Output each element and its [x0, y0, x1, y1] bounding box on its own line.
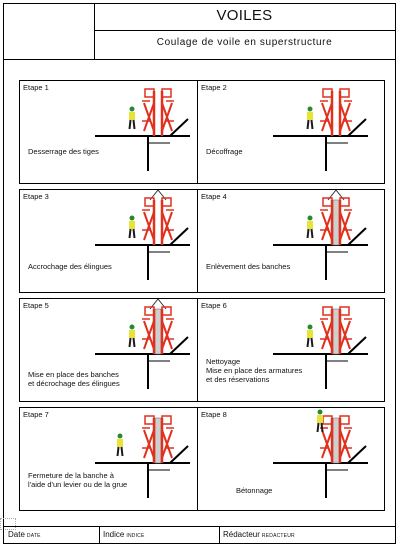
- step-description: Fermeture de la banche à l'aide d'un lev…: [28, 471, 128, 489]
- step-label: Etape 3: [23, 192, 49, 201]
- corner-mark: [0, 518, 16, 530]
- worker-figure: [306, 324, 314, 348]
- formwork-panel-right: [338, 415, 352, 463]
- step-label: Etape 4: [201, 192, 227, 201]
- floor-slab: [273, 118, 368, 171]
- formwork-panel-left: [320, 197, 334, 245]
- worker-figure: [128, 215, 136, 239]
- step-illustration: [95, 415, 190, 498]
- step-label: Etape 2: [201, 83, 227, 92]
- step-panel-3: Etape 3 Accrochage des élingues: [19, 189, 207, 293]
- floor-slab: [95, 227, 190, 280]
- formwork-panel-right: [338, 88, 352, 136]
- worker-figure: [306, 106, 314, 130]
- step-panel-8: Etape 8 Bétonnage: [197, 407, 385, 511]
- redacteur-value: REDACTEUR: [261, 533, 295, 539]
- step-description: Accrochage des élingues: [28, 262, 112, 271]
- step-panel-1: Etape 1 Desserrage des tiges: [19, 80, 207, 184]
- step-description: Nettoyage Mise en place des armatures et…: [206, 357, 303, 384]
- date-label: Date: [8, 530, 25, 539]
- step-panel-7: Etape 7 Fermeture de la banche à l'aide …: [19, 407, 207, 511]
- worker-figure: [316, 409, 324, 433]
- formwork-panel-left: [320, 88, 334, 136]
- worker-figure: [128, 324, 136, 348]
- footer-divider: [99, 527, 100, 543]
- header-bottom-line: [4, 59, 395, 60]
- concrete-wall: [154, 417, 162, 464]
- date-value: DATE: [26, 533, 41, 539]
- formwork-panel-right: [160, 88, 174, 136]
- step-label: Etape 7: [23, 410, 49, 419]
- floor-slab: [95, 118, 190, 171]
- formwork-panel-right: [160, 306, 174, 354]
- redacteur-label: Rédacteur: [223, 530, 260, 539]
- step-panel-4: Etape 4 Enlèvement des banches: [197, 189, 385, 293]
- step-illustration: [273, 306, 368, 389]
- step-label: Etape 1: [23, 83, 49, 92]
- step-description: Mise en place des banches et décrochage …: [28, 370, 120, 388]
- step-label: Etape 8: [201, 410, 227, 419]
- step-label: Etape 5: [23, 301, 49, 310]
- step-description: Bétonnage: [236, 486, 273, 495]
- page-title: VOILES: [216, 7, 273, 24]
- step-description: Décoffrage: [206, 147, 243, 156]
- formwork-panel-left: [142, 197, 156, 245]
- floor-slab: [273, 445, 368, 498]
- header-divider: [94, 30, 395, 31]
- step-label: Etape 6: [201, 301, 227, 310]
- floor-slab: [273, 336, 368, 389]
- header-logo-area: [4, 4, 95, 59]
- indice-value: INDICE: [126, 533, 145, 539]
- formwork-panel-left: [142, 415, 156, 463]
- step-illustration: [273, 88, 368, 171]
- worker-figure: [306, 215, 314, 239]
- step-description: Desserrage des tiges: [28, 147, 99, 156]
- step-illustration: [273, 409, 368, 498]
- formwork-panel-right: [338, 306, 352, 354]
- footer-divider: [219, 527, 220, 543]
- step-panel-5: Etape 5 Mise en place des banches et déc…: [19, 298, 207, 402]
- step-description: Enlèvement des banches: [206, 262, 291, 271]
- floor-slab: [95, 336, 190, 389]
- indice-label: Indice: [103, 530, 125, 539]
- concrete-wall: [332, 308, 340, 355]
- step-panel-6: Etape 6 Nettoyage Mise en place des arma…: [197, 298, 385, 402]
- page-subtitle: Coulage de voile en superstructure: [156, 37, 333, 48]
- step-illustration: [95, 190, 190, 280]
- concrete-wall: [154, 308, 162, 355]
- formwork-panel-left: [320, 306, 334, 354]
- concrete-wall: [332, 417, 340, 464]
- concrete-wall: [332, 199, 340, 246]
- step-illustration: [95, 299, 190, 389]
- floor-slab: [95, 445, 190, 498]
- formwork-panel-left: [142, 88, 156, 136]
- worker-figure: [116, 433, 124, 457]
- step-panel-2: Etape 2 Décoffrage: [197, 80, 385, 184]
- formwork-panel-right: [338, 197, 352, 245]
- floor-slab: [273, 227, 368, 280]
- formwork-panel-right: [160, 197, 174, 245]
- worker-figure: [128, 106, 136, 130]
- formwork-panel-left: [142, 306, 156, 354]
- step-illustration: [95, 88, 190, 171]
- step-illustration: [273, 190, 368, 280]
- formwork-panel-right: [160, 415, 174, 463]
